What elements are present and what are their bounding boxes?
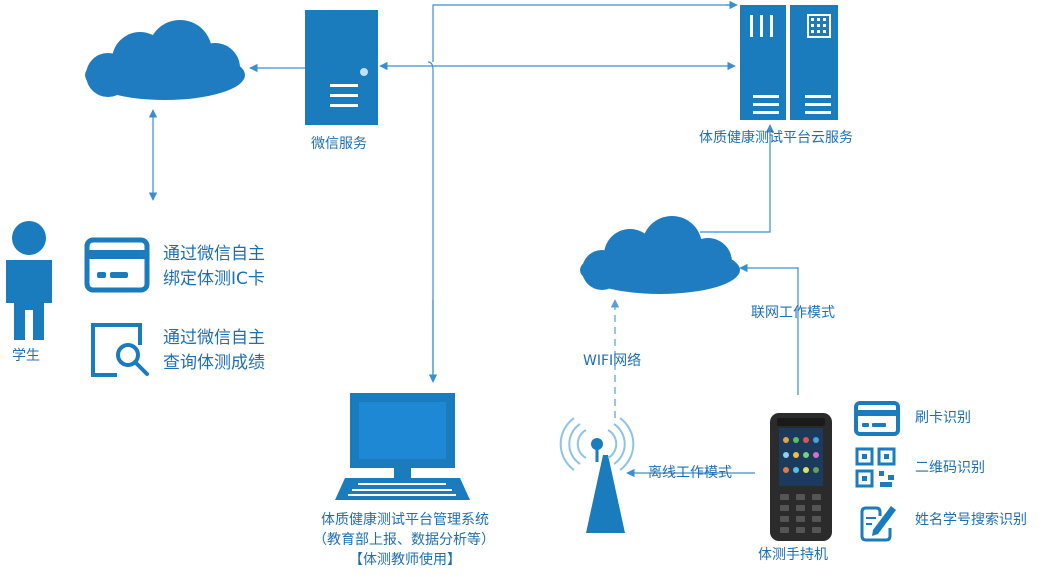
qr-code-icon — [855, 447, 896, 488]
query-score-text-line2: 查询体测成绩 — [163, 353, 265, 373]
feature-search-label: 姓名学号搜索识别 — [915, 512, 1027, 528]
wifi-antenna-icon — [559, 417, 635, 533]
feature-card-label: 刷卡识别 — [915, 410, 971, 426]
feature-qr-label: 二维码识别 — [915, 460, 985, 476]
query-score-text-line1: 通过微信自主 — [163, 328, 265, 348]
student-icon — [6, 221, 52, 340]
student-label: 学生 — [12, 348, 40, 364]
handheld-device-icon — [770, 413, 832, 541]
edit-icon — [860, 506, 896, 542]
offline-mode-label: 离线工作模式 — [648, 465, 732, 481]
wechat-service-label: 微信服务 — [311, 136, 367, 152]
card-icon — [854, 401, 900, 436]
management-system-line2: （教育部上报、数据分析等） — [313, 532, 495, 548]
management-system-line3: 【体测教师使用】 — [349, 552, 461, 568]
cloud-server-icon — [740, 5, 838, 120]
handheld-label: 体测手持机 — [758, 547, 828, 563]
bind-card-text-line2: 绑定体测IC卡 — [163, 269, 265, 289]
bind-card-text-line1: 通过微信自主 — [163, 244, 265, 264]
wifi-network-label: WIFI网络 — [583, 353, 642, 369]
cloud-icon-network — [580, 216, 740, 294]
computer-icon — [335, 393, 470, 500]
ic-card-icon — [84, 237, 150, 293]
cloud-icon-wechat — [85, 20, 245, 100]
online-mode-label: 联网工作模式 — [751, 305, 835, 321]
wechat-server-icon — [305, 10, 378, 125]
search-icon — [91, 323, 149, 377]
management-system-line1: 体质健康测试平台管理系统 — [321, 512, 489, 528]
cloud-service-label: 体质健康测试平台云服务 — [699, 130, 853, 146]
